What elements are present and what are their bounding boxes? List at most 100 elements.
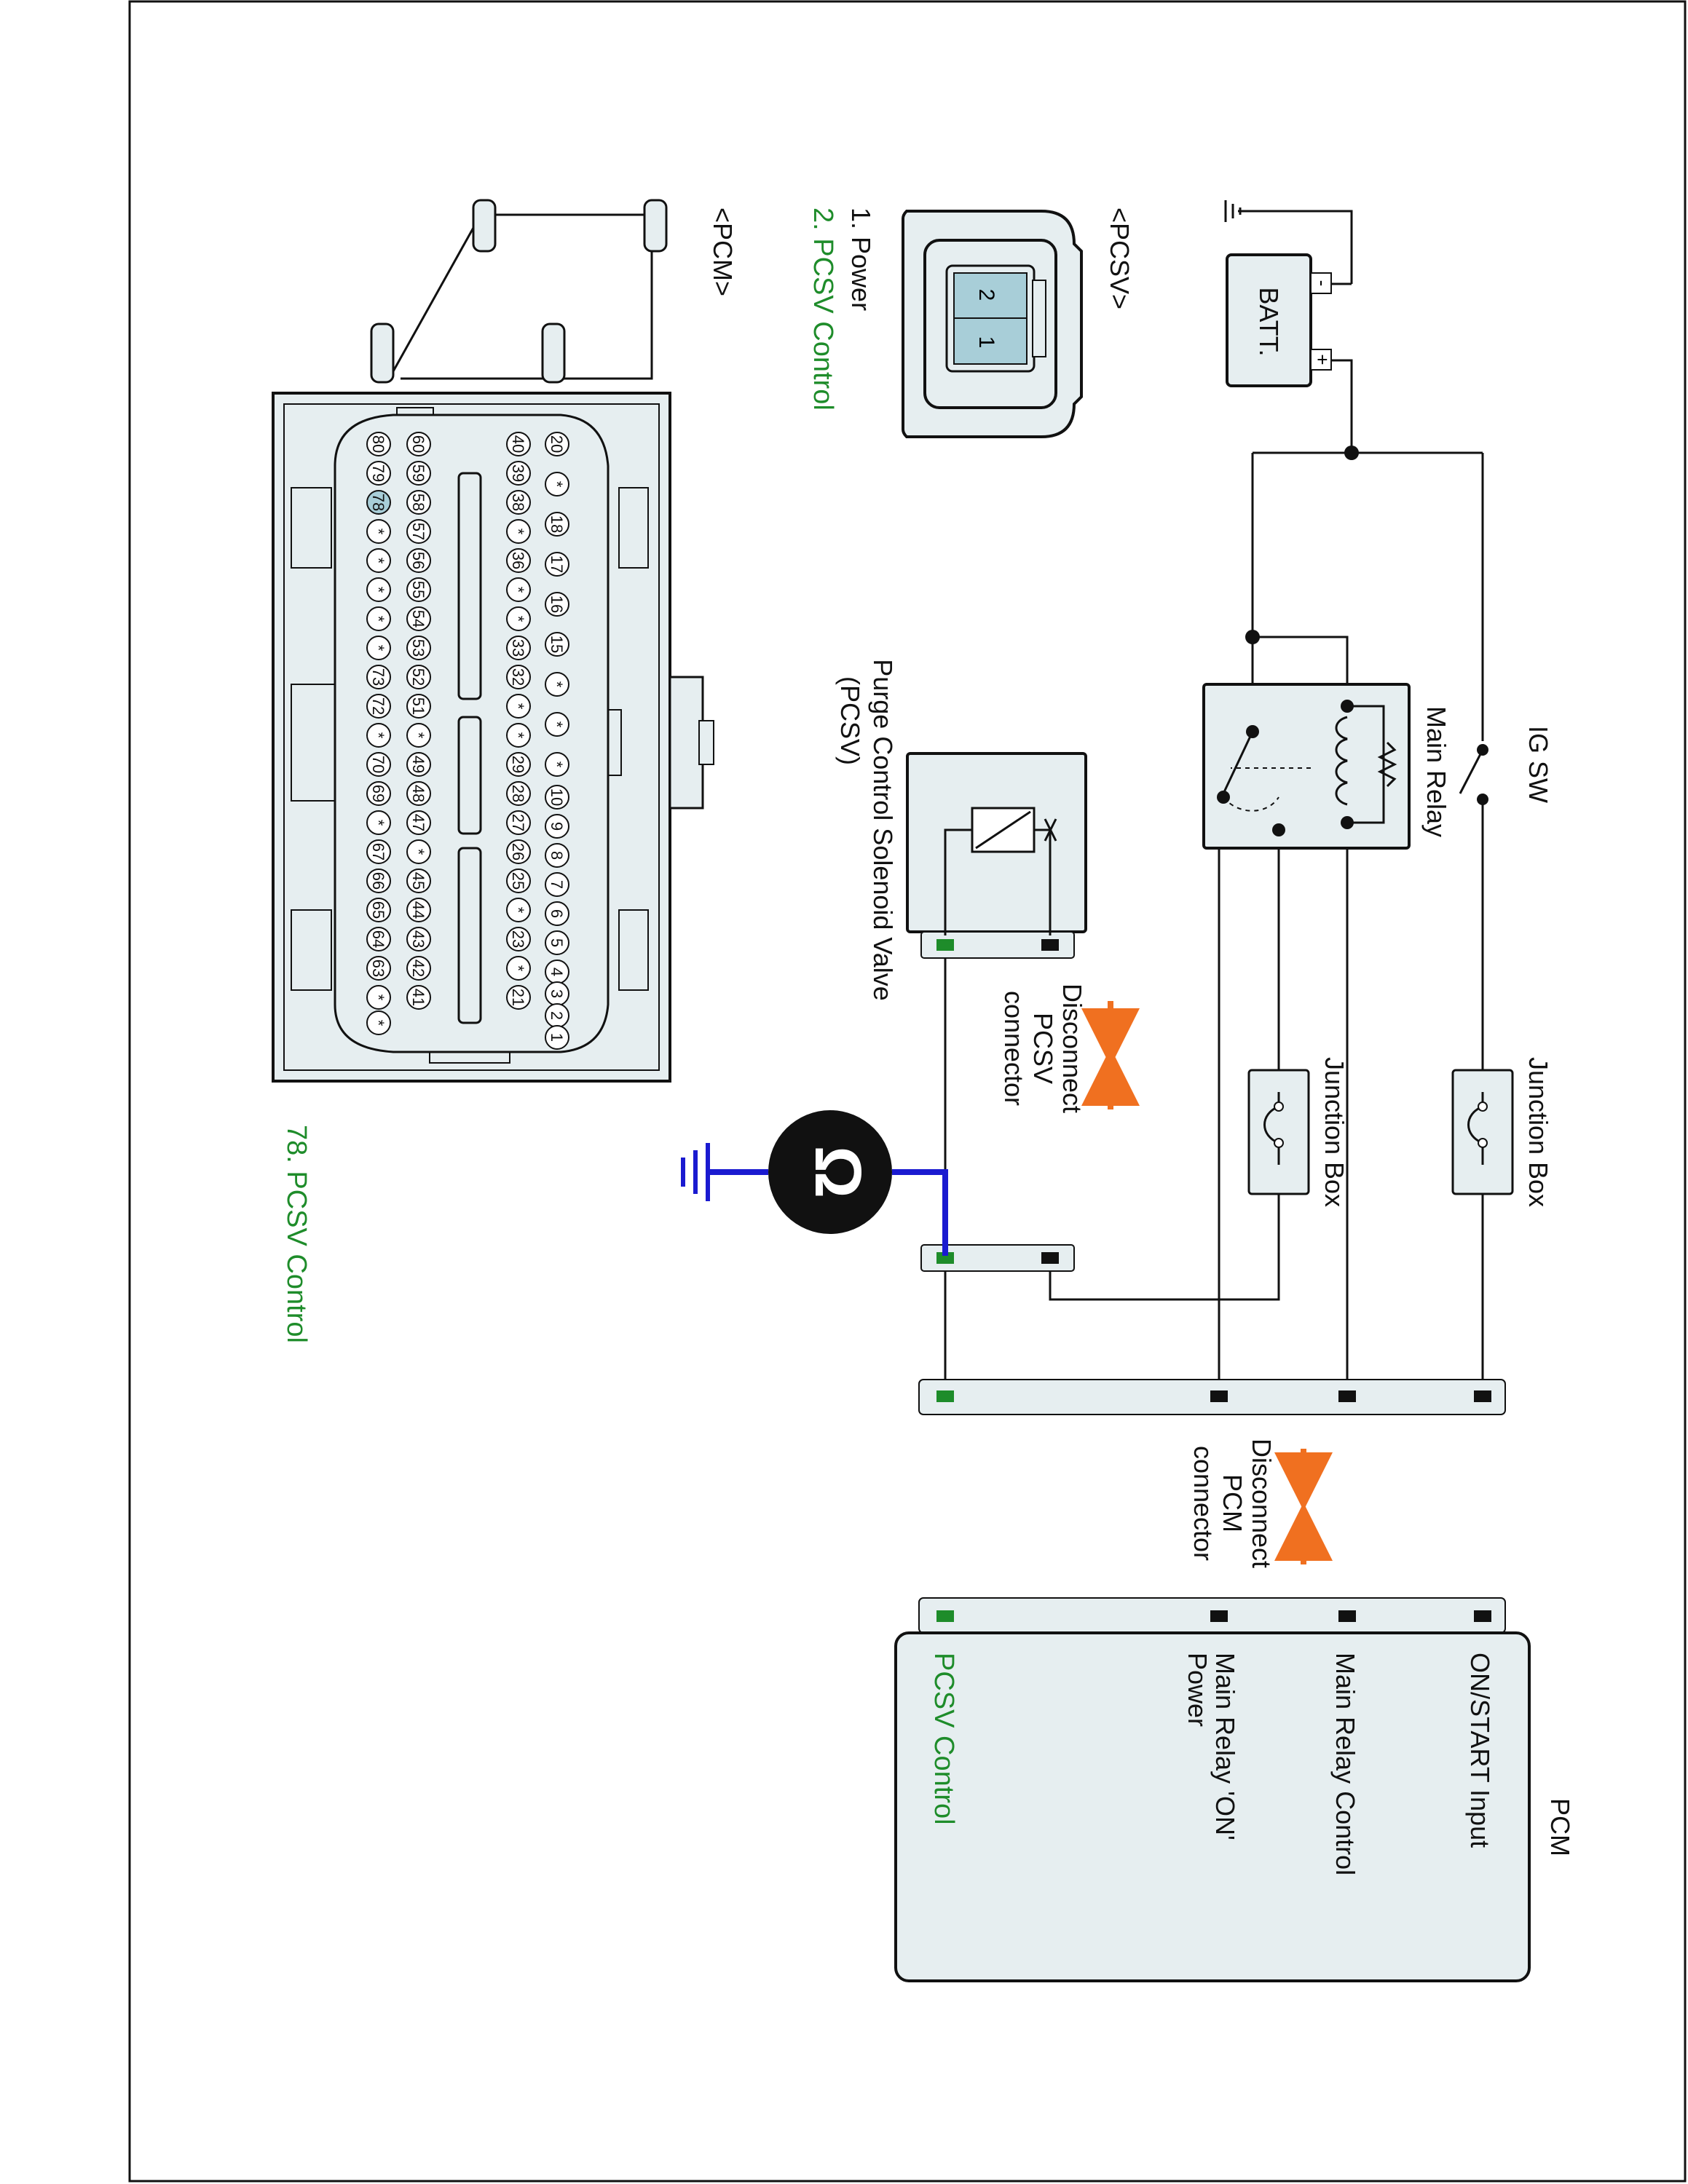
pcm-pin: 56 <box>409 552 427 569</box>
pcm-pin: 29 <box>509 756 527 773</box>
pcm-pin-row-2: 40 39 38 * 36 * * 33 32 * * 29 28 27 26 … <box>506 432 531 1010</box>
main-relay-label: Main Relay <box>1421 706 1451 837</box>
pcm-pin: 70 <box>369 756 387 773</box>
ohmmeter: Ω <box>681 1110 1075 1272</box>
pcm-pin: 18 <box>548 515 566 533</box>
pcm-pin: 55 <box>409 581 427 598</box>
batt-minus: - <box>1312 280 1333 287</box>
pcm-pin: 57 <box>409 523 427 540</box>
ig-sw-label: IG SW <box>1523 726 1553 803</box>
junction-box-1: Junction Box <box>1451 1057 1553 1207</box>
pcm-pin: * <box>409 849 427 855</box>
disconnect-pcsv-1: Disconnect <box>1057 984 1087 1113</box>
pcm-pin: 39 <box>509 464 527 482</box>
pcm-connector-view: <PCM> 20 * 18 17 16 <box>272 199 738 1343</box>
junction-box-2-label: Junction Box <box>1320 1057 1349 1207</box>
pcm-pin: 6 <box>548 909 566 918</box>
pcm-pin: * <box>369 820 387 826</box>
pcm-module: PCM ON/START Input Main Relay Control Ma… <box>894 1597 1575 1982</box>
pcm-pin: 15 <box>548 636 566 653</box>
pcm-pin: 28 <box>509 785 527 802</box>
pcm-pin: 1 <box>548 1033 566 1042</box>
pcsv-valve-label-2: (PCSV) <box>835 676 865 765</box>
pcm-pin: * <box>509 907 527 914</box>
pcm-pin: * <box>509 587 527 593</box>
disconnect-pcsv: Disconnect PCSV connector <box>999 984 1140 1113</box>
pcsv-pin1-label: 1. Power <box>846 207 876 311</box>
pcm-relay-on-label-1: Main Relay 'ON' <box>1210 1653 1240 1840</box>
pcm-pin78-label: 78. PCSV Control <box>281 1125 312 1343</box>
pcm-pin: 52 <box>409 668 427 686</box>
pcm-connector-title: <PCM> <box>708 207 738 296</box>
pcm-pin: * <box>369 616 387 622</box>
pcm-pin: 79 <box>369 464 387 482</box>
pcm-pin: 48 <box>409 785 427 802</box>
pcm-pin: 59 <box>409 464 427 482</box>
pcsv-pin2-label: 2. PCSV Control <box>808 207 838 411</box>
pcm-pin: 69 <box>369 785 387 802</box>
pcm-pin: 53 <box>409 639 427 657</box>
pcm-pcsv-control-label: PCSV Control <box>928 1653 959 1825</box>
pcm-pin: 51 <box>409 697 427 715</box>
pcm-pin: 64 <box>369 930 387 948</box>
pcm-pin: * <box>548 721 566 728</box>
pcsv-pin-num-2: 2 <box>974 289 998 301</box>
pcm-pin: 41 <box>409 989 427 1006</box>
battery: - + BATT. <box>1224 200 1333 387</box>
pcm-pin: * <box>548 481 566 488</box>
disconnect-pcm-3: connector <box>1188 1446 1218 1561</box>
pcm-pin: * <box>509 965 527 972</box>
disconnect-pcsv-2: PCSV <box>1028 1013 1058 1084</box>
page-frame <box>128 0 1687 2183</box>
ohm-symbol: Ω <box>801 1146 874 1198</box>
batt-plus: + <box>1312 354 1333 365</box>
pcm-pin: 33 <box>509 639 527 657</box>
pcm-pin: 23 <box>509 930 527 948</box>
connector-strip-main <box>918 1379 1506 1415</box>
pcm-pin: 27 <box>509 814 527 831</box>
main-relay: Main Relay <box>1202 683 1451 850</box>
pcm-pin: * <box>369 587 387 593</box>
pcm-pin: 80 <box>369 435 387 453</box>
junction-dots <box>1245 446 1359 644</box>
pcm-pin: 47 <box>409 814 427 831</box>
pcm-pin: 3 <box>548 989 566 998</box>
pcm-pin-78: 78 <box>369 494 387 511</box>
pcm-pin: * <box>369 994 387 1001</box>
pcm-pin: * <box>409 732 427 739</box>
pcm-pin: 20 <box>548 435 566 453</box>
pcm-pin: 67 <box>369 843 387 860</box>
pcm-pin: 73 <box>369 668 387 686</box>
junction-box-1-label: Junction Box <box>1523 1057 1553 1207</box>
pcm-pin: 43 <box>409 930 427 948</box>
pcm-pin: 60 <box>409 435 427 453</box>
disconnect-pcm-1: Disconnect <box>1247 1439 1277 1568</box>
pcm-pin: * <box>369 529 387 535</box>
pcm-pin: 8 <box>548 851 566 860</box>
pcm-relay-control-label: Main Relay Control <box>1330 1653 1360 1875</box>
pcm-pin: * <box>369 558 387 564</box>
pcm-pin: 9 <box>548 822 566 831</box>
pcm-pin: 72 <box>369 697 387 715</box>
pcm-pin: 58 <box>409 494 427 511</box>
ig-switch: IG SW <box>1459 726 1553 805</box>
pcm-pin: 16 <box>548 596 566 613</box>
pcm-pin: 7 <box>548 880 566 889</box>
batt-label: BATT. <box>1254 287 1284 356</box>
pcsv-connector-view: <PCSV> 2 1 1. Power 2. PCSV Control <box>808 207 1135 438</box>
pcm-pin: 42 <box>409 960 427 977</box>
junction-box-2: Junction Box <box>1247 1057 1349 1207</box>
pcm-pin: 5 <box>548 938 566 947</box>
pcm-pin: 32 <box>509 668 527 686</box>
pcm-pin-row-1: 20 * 18 17 16 15 * * * 10 9 8 7 6 5 4 3 … <box>545 432 569 1050</box>
pcm-pin: 54 <box>409 610 427 628</box>
disconnect-pcm: Disconnect PCM connector <box>1188 1439 1333 1568</box>
pcm-pin: * <box>369 1020 387 1026</box>
pcm-relay-on-label-2: Power <box>1183 1653 1212 1727</box>
pcm-pin: 10 <box>548 788 566 806</box>
pcm-pin: 26 <box>509 843 527 860</box>
pcsv-valve: Purge Control Solenoid Valve (PCSV) <box>835 659 1087 1001</box>
pcm-pin: * <box>509 529 527 535</box>
pcm-pin: 49 <box>409 756 427 773</box>
